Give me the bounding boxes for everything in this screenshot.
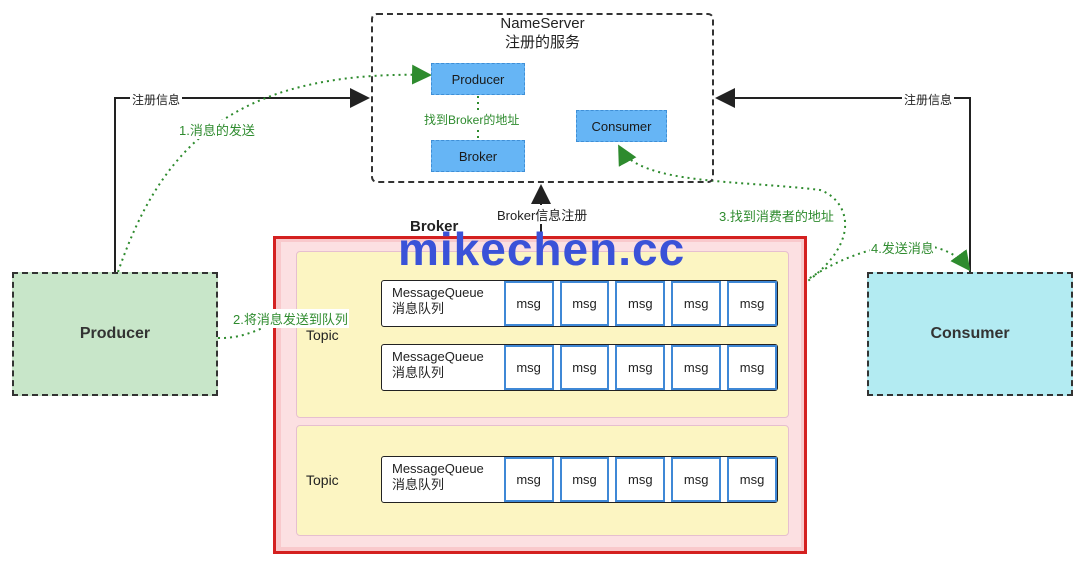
- producer-register-label: 注册信息: [130, 91, 183, 108]
- message-queue-label: MessageQueue 消息队列: [392, 349, 484, 380]
- watermark-text: mikechen.cc: [398, 223, 686, 275]
- message-queue-label: MessageQueue 消息队列: [392, 461, 484, 492]
- nameserver-consumer-node: Consumer: [576, 110, 667, 142]
- msg-cell: msg: [615, 281, 666, 326]
- find-broker-label: 找到Broker的地址: [424, 111, 520, 128]
- msg-cell: msg: [671, 281, 722, 326]
- topic-label-1: Topic: [306, 327, 339, 343]
- msg-cell: msg: [503, 281, 554, 326]
- msg-cell: msg: [727, 345, 777, 390]
- msg-cell: msg: [615, 457, 666, 502]
- msg-cell: msg: [615, 345, 666, 390]
- producer-node: Producer: [12, 272, 218, 396]
- msg-cell: msg: [559, 281, 610, 326]
- nameserver-box: [371, 13, 714, 183]
- topic-label-2: Topic: [306, 472, 339, 488]
- find-consumer-arrow: [618, 144, 847, 301]
- broker-register-label: Broker信息注册: [495, 205, 590, 224]
- consumer-node: Consumer: [867, 272, 1073, 396]
- send-message-label: 1.消息的发送: [178, 120, 256, 139]
- msg-cell: msg: [671, 345, 722, 390]
- nameserver-title: NameServer 注册的服务: [500, 15, 585, 51]
- message-queue-1: MessageQueue 消息队列 msg msg msg msg msg: [381, 280, 778, 327]
- msg-cell: msg: [727, 281, 777, 326]
- message-queue-3: MessageQueue 消息队列 msg msg msg msg msg: [381, 456, 778, 503]
- message-queue-label: MessageQueue 消息队列: [392, 285, 484, 316]
- msg-cell: msg: [727, 457, 777, 502]
- nameserver-producer-node: Producer: [431, 63, 525, 95]
- send-to-consumer-label: 4.发送消息: [870, 238, 935, 257]
- msg-cell: msg: [671, 457, 722, 502]
- find-consumer-label: 3.找到消费者的地址: [718, 206, 835, 225]
- msg-cell: msg: [559, 345, 610, 390]
- send-to-queue-label: 2.将消息发送到队列: [232, 309, 349, 328]
- msg-cell: msg: [559, 457, 610, 502]
- topic-box-1: [296, 251, 789, 418]
- consumer-register-label: 注册信息: [902, 91, 955, 108]
- consumer-register-arrow: [715, 88, 971, 272]
- broker-title: Broker: [410, 218, 459, 235]
- message-queue-2: MessageQueue 消息队列 msg msg msg msg msg: [381, 344, 778, 391]
- producer-register-arrow: [114, 88, 370, 272]
- nameserver-broker-node: Broker: [431, 140, 525, 172]
- msg-cell: msg: [503, 345, 554, 390]
- msg-cell: msg: [503, 457, 554, 502]
